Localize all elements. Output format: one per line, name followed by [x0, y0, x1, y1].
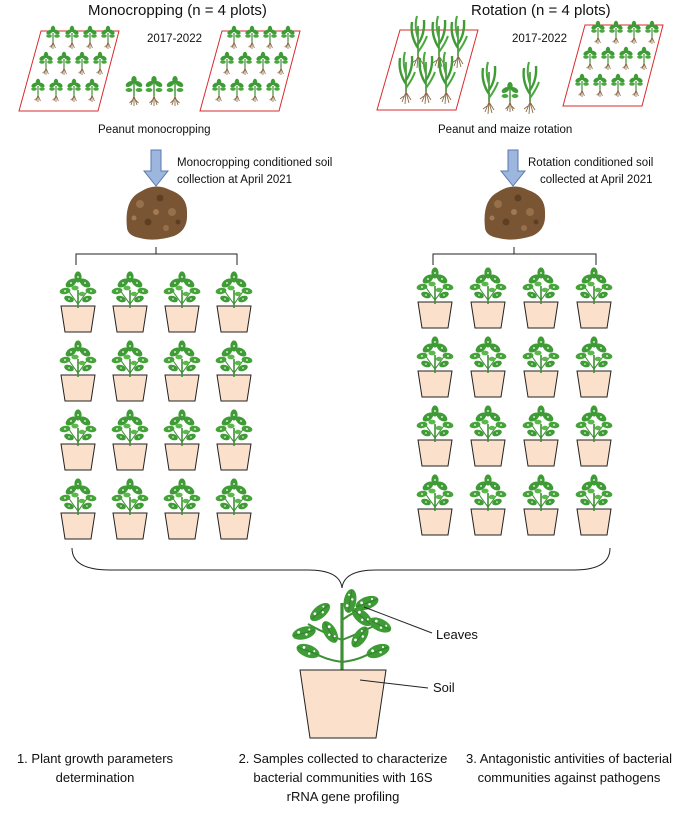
soil-pointer-line: [359, 679, 429, 689]
outcome-3-line-2: communities against pathogens: [477, 770, 661, 785]
monocropping-potted-plant: [215, 478, 253, 539]
monocropping-potted-plant: [111, 340, 149, 401]
rotation-potted-plant: [469, 474, 507, 535]
outcome-3: 3. Antagonistic antivities of bacterial …: [454, 749, 684, 787]
monocropping-potted-plant: [215, 271, 253, 332]
monocropping-potted-plant: [163, 409, 201, 470]
monocropping-loose-plants: [123, 75, 186, 107]
rotation-potted-plant: [416, 336, 454, 397]
monocropping-potted-plant: [111, 409, 149, 470]
monocropping-potted-plant: [163, 478, 201, 539]
bottom-brace: [71, 547, 611, 589]
leaves-label: Leaves: [436, 627, 478, 642]
outcome-2-line-2: bacterial communities with 16S: [253, 770, 433, 785]
monocropping-field-label: Peanut monocropping: [98, 124, 211, 136]
outcome-1-line-2: determination: [55, 770, 135, 785]
outcome-2-line-1: 2. Samples collected to characterize: [238, 751, 448, 766]
monocropping-potted-plant: [111, 271, 149, 332]
monocropping-bracket: [75, 247, 238, 265]
monocropping-pot-grid: [59, 271, 253, 539]
monocropping-potted-plant: [59, 409, 97, 470]
rotation-plot-left: [376, 14, 479, 111]
monocropping-years: 2017-2022: [147, 33, 202, 45]
rotation-bracket: [432, 247, 597, 265]
leaves-pointer-line: [363, 606, 433, 634]
monocropping-collection-line-1: Monocropping conditioned soil: [177, 157, 333, 169]
monocropping-potted-plant: [59, 271, 97, 332]
rotation-potted-plant: [469, 336, 507, 397]
rotation-potted-plant: [522, 336, 560, 397]
monocropping-potted-plant: [163, 340, 201, 401]
rotation-potted-plant: [522, 267, 560, 328]
rotation-potted-plant: [416, 405, 454, 466]
rotation-collection-line-1: Rotation conditioned soil: [528, 157, 654, 169]
monocropping-plot-right: [199, 25, 301, 112]
outcome-2-line-3: rRNA gene profiling: [286, 789, 400, 804]
rotation-field-label: Peanut and maize rotation: [438, 124, 573, 136]
rotation-potted-plant: [575, 405, 613, 466]
rotation-potted-plant: [416, 474, 454, 535]
rotation-soil-heap: [484, 186, 546, 240]
monocropping-potted-plant: [59, 340, 97, 401]
rotation-collection-line-2: collected at April 2021: [540, 174, 653, 186]
monocropping-title: Monocropping (n = 4 plots): [88, 2, 267, 19]
rotation-potted-plant: [469, 405, 507, 466]
rotation-potted-plant: [469, 267, 507, 328]
rotation-pot-grid: [416, 267, 613, 535]
soil-label: Soil: [433, 680, 455, 695]
rotation-plot-right: [562, 20, 664, 107]
rotation-arrow: [499, 149, 527, 187]
monocropping-potted-plant: [59, 478, 97, 539]
rotation-potted-plant: [416, 267, 454, 328]
monocropping-potted-plant: [215, 340, 253, 401]
monocropping-potted-plant: [163, 271, 201, 332]
detail-pot: [299, 669, 387, 739]
rotation-title: Rotation (n = 4 plots): [471, 2, 611, 19]
rotation-potted-plant: [575, 474, 613, 535]
outcome-1-line-1: 1. Plant growth parameters: [16, 751, 174, 766]
monocropping-soil-heap: [126, 186, 188, 240]
monocropping-potted-plant: [215, 409, 253, 470]
outcome-3-line-1: 3. Antagonistic antivities of bacterial: [466, 751, 672, 766]
monocropping-plot-left: [18, 25, 120, 112]
rotation-potted-plant: [575, 336, 613, 397]
detail-plant: [290, 587, 394, 670]
rotation-potted-plant: [522, 405, 560, 466]
outcome-1: 1. Plant growth parameters determination: [2, 749, 188, 787]
rotation-loose-plants: [481, 60, 541, 116]
rotation-potted-plant: [575, 267, 613, 328]
monocropping-arrow: [142, 149, 170, 187]
rotation-years: 2017-2022: [512, 33, 567, 45]
rotation-potted-plant: [522, 474, 560, 535]
outcome-2: 2. Samples collected to characterize bac…: [218, 749, 468, 806]
monocropping-potted-plant: [111, 478, 149, 539]
monocropping-collection-line-2: collection at April 2021: [177, 174, 293, 186]
